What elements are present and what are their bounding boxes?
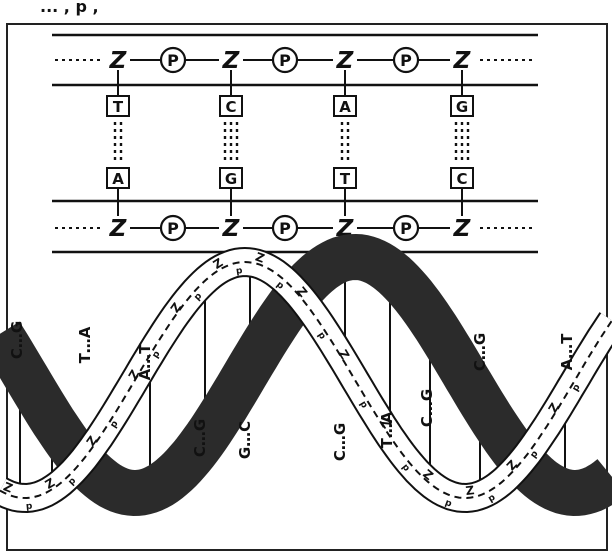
helix-pair-label: C…G bbox=[8, 321, 26, 359]
base-pairs: T C A G A G T C bbox=[107, 70, 473, 216]
bottom-base-letter: G bbox=[225, 170, 237, 188]
lower-strand-sugar-label: Z bbox=[222, 216, 241, 242]
helix-pair-label: A…T bbox=[558, 333, 576, 371]
helix-pair-label: T…A bbox=[378, 411, 396, 448]
upper-strand-phosphate-label: P bbox=[279, 51, 291, 70]
bottom-base-letter: C bbox=[456, 170, 467, 188]
top-cropped-text: ... , p , bbox=[40, 0, 99, 16]
helix-pair-label: G…C bbox=[236, 421, 254, 459]
helix-pair-label: C…G bbox=[331, 423, 349, 461]
helix-pair-label: C…G bbox=[191, 419, 209, 457]
lower-strand-sugar-label: Z bbox=[453, 216, 472, 242]
upper-strand-phosphate-label: P bbox=[400, 51, 412, 70]
lower-strand-sugar-label: Z bbox=[109, 216, 128, 242]
top-base-letter: G bbox=[456, 98, 468, 116]
helix-pair-label: C…G bbox=[471, 333, 489, 371]
top-base-letter: C bbox=[225, 98, 236, 116]
bottom-base-letter: A bbox=[112, 170, 124, 188]
helix-pair-label: C…G bbox=[418, 389, 436, 427]
lower-strand-phosphate-label: P bbox=[167, 219, 179, 238]
lower-strand-phosphate-label: P bbox=[279, 219, 291, 238]
helix-pair-label: A…T bbox=[136, 343, 154, 381]
bottom-base-letter: T bbox=[340, 170, 351, 188]
helix-pair-label: T…A bbox=[76, 326, 94, 363]
top-base-letter: T bbox=[113, 98, 124, 116]
upper-strand-phosphate-label: P bbox=[167, 51, 179, 70]
top-base-letter: A bbox=[339, 98, 351, 116]
lower-strand-phosphate-label: P bbox=[400, 219, 412, 238]
